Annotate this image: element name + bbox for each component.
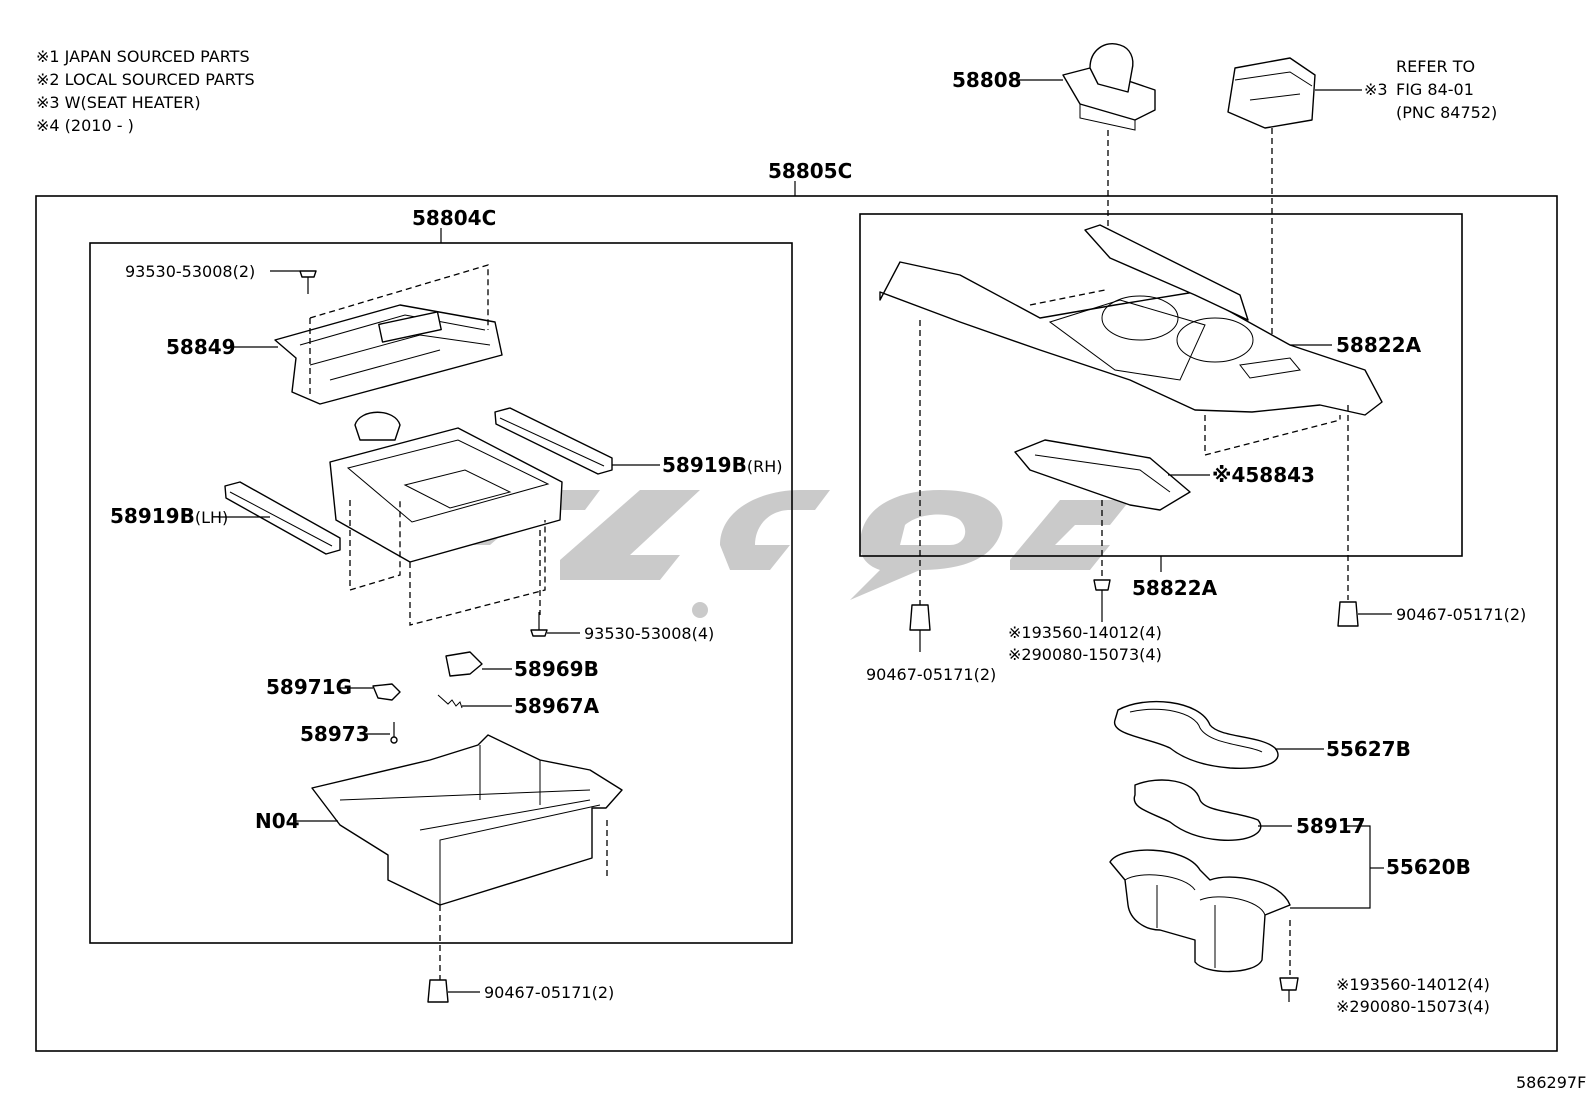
watermark-logo bbox=[455, 490, 1130, 618]
label-90080-15073-mid: ※290080-15073(4) bbox=[1008, 645, 1162, 664]
screw-58973 bbox=[390, 722, 398, 744]
label-58919b-lh-number: 58919B bbox=[110, 504, 195, 528]
label-58804c: 58804C bbox=[412, 206, 496, 230]
part-58969b bbox=[445, 651, 483, 677]
label-58808: 58808 bbox=[952, 68, 1022, 92]
part-n04-lower-box bbox=[311, 734, 623, 906]
label-90467-05171-left: 90467-05171(2) bbox=[866, 665, 996, 684]
bolt-93560-bottom bbox=[1279, 977, 1299, 1002]
label-90467-05171-right: 90467-05171(2) bbox=[1396, 605, 1526, 624]
part-58917-mat bbox=[1133, 779, 1262, 841]
label-58849: 58849 bbox=[166, 335, 236, 359]
label-58919b-rh-number: 58919B bbox=[662, 453, 747, 477]
label-90080-15073-bottom: ※290080-15073(4) bbox=[1336, 997, 1490, 1016]
refer-line-1: REFER TO bbox=[1396, 57, 1475, 76]
label-58843: ※458843 bbox=[1212, 463, 1315, 487]
note-2: ※2 LOCAL SOURCED PARTS bbox=[36, 70, 255, 89]
clip-90467-right bbox=[1337, 601, 1359, 627]
part-58919b-lh-rail bbox=[224, 481, 341, 555]
part-58822a-console-panel bbox=[879, 224, 1383, 416]
label-58822a-top: 58822A bbox=[1336, 333, 1422, 357]
refer-line-3: (PNC 84752) bbox=[1396, 103, 1497, 122]
label-93530-53008-4: 93530-53008(4) bbox=[584, 624, 714, 643]
label-n04: N04 bbox=[255, 809, 300, 833]
label-58967a: 58967A bbox=[514, 694, 600, 718]
label-93560-14012-mid: ※193560-14012(4) bbox=[1008, 623, 1162, 642]
clip-90467-left bbox=[909, 604, 931, 631]
note-4: ※4 (2010 - ) bbox=[36, 116, 134, 135]
part-58967a-spring bbox=[437, 694, 463, 709]
part-55620b-cup-holder bbox=[1109, 849, 1291, 973]
refer-marker: ※3 bbox=[1364, 80, 1388, 99]
note-3: ※3 W(SEAT HEATER) bbox=[36, 93, 201, 112]
label-58919b-lh-suffix: (LH) bbox=[195, 508, 228, 527]
label-93560-14012-bottom: ※193560-14012(4) bbox=[1336, 975, 1490, 994]
label-55620b: 55620B bbox=[1386, 855, 1471, 879]
bolt-93560-mid bbox=[1093, 579, 1111, 606]
label-58919b-rh: 58919B(RH) bbox=[662, 453, 782, 477]
label-58971g: 58971G bbox=[266, 675, 352, 699]
label-90467-05171-bottom: 90467-05171(2) bbox=[484, 983, 614, 1002]
part-seat-heater-switch bbox=[1227, 57, 1316, 129]
clip-90467-bottom bbox=[427, 979, 449, 1003]
part-58843-bezel bbox=[1014, 439, 1191, 511]
label-58919b-lh: 58919B(LH) bbox=[110, 504, 228, 528]
assembly-frame-58805c bbox=[35, 195, 1558, 1052]
part-58971g bbox=[372, 683, 401, 701]
figure-id: 586297F bbox=[1516, 1073, 1586, 1092]
screw-93530-top bbox=[299, 270, 317, 294]
label-58805c: 58805C bbox=[768, 159, 852, 183]
part-58808-shift-boot bbox=[1062, 43, 1156, 131]
footnotes: ※1 JAPAN SOURCED PARTS ※2 LOCAL SOURCED … bbox=[36, 47, 255, 135]
label-58969b: 58969B bbox=[514, 657, 599, 681]
part-console-box bbox=[329, 411, 563, 563]
label-55627b: 55627B bbox=[1326, 737, 1411, 761]
part-58849-bracket bbox=[274, 304, 503, 405]
refer-line-2: FIG 84-01 bbox=[1396, 80, 1474, 99]
label-58822a-bottom: 58822A bbox=[1132, 576, 1218, 600]
part-55627b-gasket bbox=[1114, 700, 1279, 769]
label-58973: 58973 bbox=[300, 722, 370, 746]
note-1: ※1 JAPAN SOURCED PARTS bbox=[36, 47, 250, 66]
label-93530-53008-2: 93530-53008(2) bbox=[125, 262, 255, 281]
screw-93530-bottom bbox=[530, 612, 548, 637]
part-58919b-rh-rail bbox=[494, 407, 613, 475]
label-58919b-rh-suffix: (RH) bbox=[747, 457, 783, 476]
